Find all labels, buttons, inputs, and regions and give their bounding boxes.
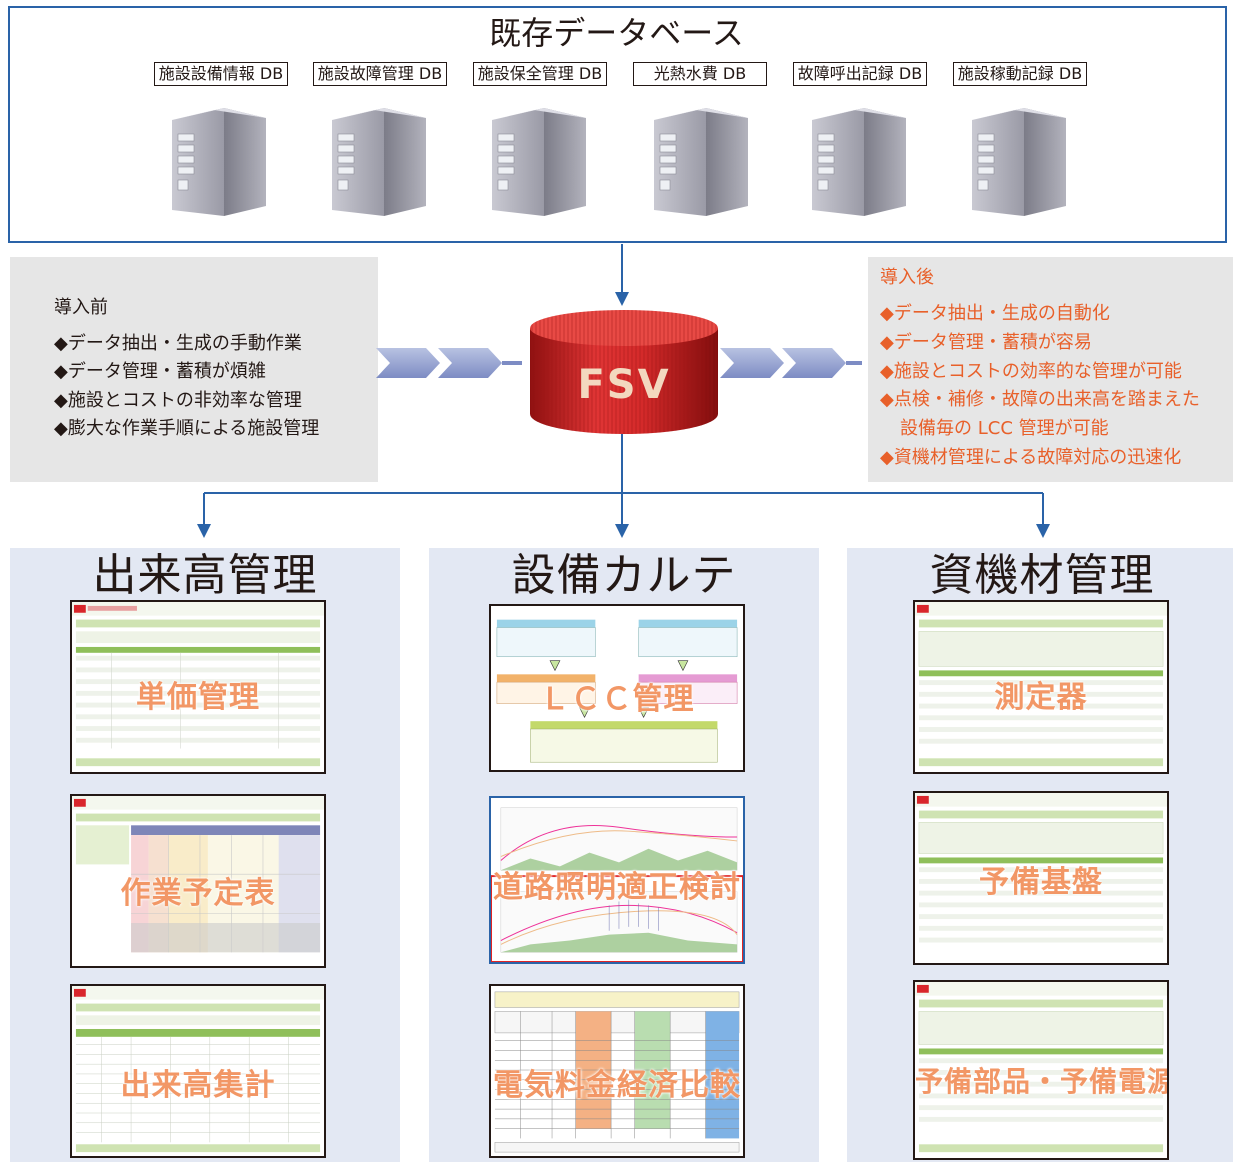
fsv-database-icon xyxy=(530,310,718,434)
before-introduction-panel: 導入前 ◆データ抽出・生成の手動作業 ◆データ管理・蓄積が煩雑 ◆施設とコストの… xyxy=(10,257,378,482)
screen-spare-boards: 予備基盤 xyxy=(913,791,1169,965)
after-item: ◆データ抽出・生成の自動化 xyxy=(880,303,1110,324)
after-heading: 導入後 xyxy=(880,267,934,288)
screen-title: 単価管理 xyxy=(136,680,260,715)
form-screenshot-graphic xyxy=(915,793,1167,943)
form-screenshot-graphic xyxy=(915,982,1167,1153)
screen-work-schedule: 作業予定表 xyxy=(70,794,326,968)
before-item: ◆データ管理・蓄積が煩雑 xyxy=(54,361,266,382)
screen-unit-price: 単価管理 xyxy=(70,600,326,774)
server-icon xyxy=(654,108,748,216)
db-label-facility-info: 施設設備情報 DB xyxy=(154,62,288,86)
screen-title: 電気料金経済比較 xyxy=(493,1068,741,1103)
before-heading: 導入前 xyxy=(54,297,108,318)
lcc-table-graphic xyxy=(496,619,738,763)
calendar-screenshot-graphic xyxy=(72,796,324,953)
screen-title: 予備基盤 xyxy=(979,865,1103,900)
before-item: ◆膨大な作業手順による施設管理 xyxy=(54,418,320,439)
server-icon xyxy=(332,108,426,216)
column-title: 資機材管理 xyxy=(929,550,1155,601)
before-item: ◆施設とコストの非効率な管理 xyxy=(54,390,302,411)
screen-road-lighting: 道路照明適正検討 xyxy=(489,796,745,964)
after-item: ◆点検・補修・故障の出来高を踏まえた xyxy=(880,389,1200,410)
right-flow-chevrons xyxy=(720,348,862,378)
fsv-label: FSV xyxy=(577,362,671,408)
server-icon xyxy=(492,108,586,216)
screen-measuring-instruments: 測定器 xyxy=(913,600,1169,774)
screen-title: 道路照明適正検討 xyxy=(493,870,741,905)
screen-spare-parts-power: 予備部品・予備電源 xyxy=(913,980,1169,1160)
screen-lcc-management: ＬＣＣ管理 xyxy=(489,604,745,772)
db-label-failure-management: 施設故障管理 DB xyxy=(313,62,447,86)
screen-title: 予備部品・予備電源 xyxy=(915,1065,1169,1098)
table-screenshot-graphic xyxy=(72,602,324,767)
after-introduction-panel: 導入後 ◆データ抽出・生成の自動化 ◆データ管理・蓄積が容易 ◆施設とコストの効… xyxy=(868,257,1233,482)
road-lighting-graphs-graphic xyxy=(491,798,743,962)
form-screenshot-graphic xyxy=(915,602,1167,767)
screen-title: 測定器 xyxy=(994,680,1088,715)
column-materials-management: 資機材管理 測定器 xyxy=(847,548,1233,1162)
screen-title: 作業予定表 xyxy=(120,876,276,911)
column-equipment-chart: 設備カルテ ＬＣＣ管理 xyxy=(429,548,819,1162)
db-label-operation-log: 施設稼動記録 DB xyxy=(953,62,1087,86)
screen-electricity-comparison: 電気料金経済比較 xyxy=(489,984,745,1158)
screen-progress-total: 出来高集計 xyxy=(70,984,326,1158)
db-label-failure-call-log: 故障呼出記録 DB xyxy=(793,62,927,86)
db-label-maintenance: 施設保全管理 DB xyxy=(473,62,607,86)
existing-database-title: 既存データベース xyxy=(489,14,744,52)
table-screenshot-graphic xyxy=(72,986,324,1153)
column-title: 出来高管理 xyxy=(92,550,318,601)
screen-title: 出来高集計 xyxy=(120,1068,276,1103)
before-item: ◆データ抽出・生成の手動作業 xyxy=(54,333,302,354)
after-item: ◆施設とコストの効率的な管理が可能 xyxy=(880,361,1182,382)
cost-table-graphic xyxy=(491,986,743,1156)
connector-lines xyxy=(197,244,1050,538)
after-item: 設備毎の LCC 管理が可能 xyxy=(900,418,1109,439)
column-progress-management: 出来高管理 単価管理 xyxy=(10,548,400,1162)
column-title: 設備カルテ xyxy=(511,550,737,601)
db-label-utility-cost: 光熱水費 DB xyxy=(633,62,767,86)
left-flow-chevrons xyxy=(376,348,522,378)
screen-title: ＬＣＣ管理 xyxy=(539,682,695,717)
after-item: ◆データ管理・蓄積が容易 xyxy=(880,332,1092,353)
server-icon xyxy=(972,108,1066,216)
after-item: ◆資機材管理による故障対応の迅速化 xyxy=(880,447,1182,468)
server-icon xyxy=(172,108,266,216)
server-icon xyxy=(812,108,906,216)
